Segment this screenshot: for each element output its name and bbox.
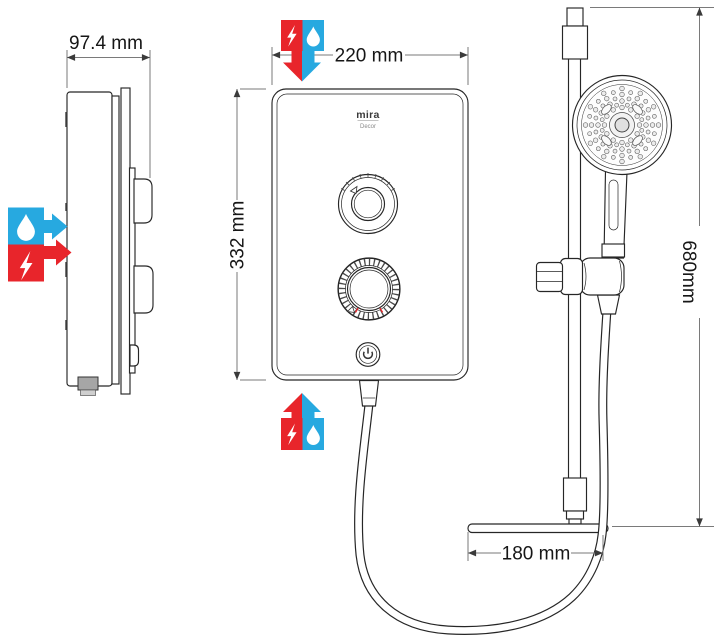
handle-slot <box>608 179 619 231</box>
handset-holder <box>535 257 625 296</box>
front-height-label: 332 mm <box>228 201 249 270</box>
side-power-button <box>129 344 140 367</box>
side-outlet-collar <box>80 389 96 396</box>
dimension-front-height: 332 mm <box>228 88 266 381</box>
brand-name: mira <box>356 109 379 121</box>
up-arrow-red-half <box>283 393 302 419</box>
shower-head <box>571 74 673 176</box>
side-flow-knob <box>133 178 153 224</box>
power-icon <box>362 347 374 360</box>
rail-top-bracket <box>561 25 589 60</box>
front-width-label: 220 mm <box>335 46 404 67</box>
holder-arm <box>579 257 625 296</box>
hose-body <box>355 309 611 634</box>
front-view: mira Decor <box>271 88 469 381</box>
front-case-inner <box>276 93 464 376</box>
rail-bottom-foot <box>568 518 582 525</box>
front-case <box>271 88 469 381</box>
model-name: Decor <box>360 124 376 130</box>
shower-hose <box>354 309 612 635</box>
flow-knob <box>337 172 399 235</box>
rail-height-label: 680mm <box>678 240 699 303</box>
up-arrow-blue-half <box>302 393 321 419</box>
side-wallplate <box>120 87 131 395</box>
rail-top-cap <box>566 7 584 27</box>
handle-collar <box>601 243 626 258</box>
temp-knob <box>337 257 401 321</box>
side-outlet <box>77 376 99 391</box>
dimension-shelf-offset: 180 mm <box>467 532 604 565</box>
rail-bottom-collar <box>565 510 585 520</box>
temp-knob-red-ticks <box>354 307 384 313</box>
side-view <box>65 87 154 396</box>
side-ribs <box>65 112 68 330</box>
dimension-side-depth: 97.4 mm <box>66 33 151 178</box>
rail-bottom-bracket <box>562 477 588 512</box>
side-temp-knob <box>133 265 154 314</box>
bottom-entry-icon <box>281 393 324 450</box>
brand-logo: mira Decor <box>356 109 379 130</box>
hose-handset-connector <box>596 294 621 315</box>
side-depth-label: 97.4 mm <box>69 33 143 54</box>
side-body <box>66 91 113 387</box>
soap-shelf <box>467 523 609 534</box>
flow-knob-pointer <box>349 185 358 195</box>
down-arrow-blue-half <box>302 51 321 82</box>
shelf-offset-label: 180 mm <box>502 544 571 565</box>
top-entry-icon <box>281 20 324 82</box>
right-arrow-blue <box>38 213 68 240</box>
power-button <box>355 342 381 367</box>
holder-contour-right <box>619 260 622 293</box>
down-arrow-red-half <box>283 51 302 82</box>
right-arrow-red <box>42 239 72 266</box>
holder-lock-knob <box>535 261 564 293</box>
holder-contour-left <box>583 262 587 291</box>
temp-knob-knurl <box>338 258 400 320</box>
hose-unit-connector <box>358 379 380 407</box>
dimension-rail-height: 680mm <box>590 7 714 527</box>
side-backframe <box>111 95 120 385</box>
temp-knob-pointer <box>346 305 356 313</box>
holder-clamp <box>559 257 584 296</box>
rear-entry-icon <box>8 207 72 282</box>
